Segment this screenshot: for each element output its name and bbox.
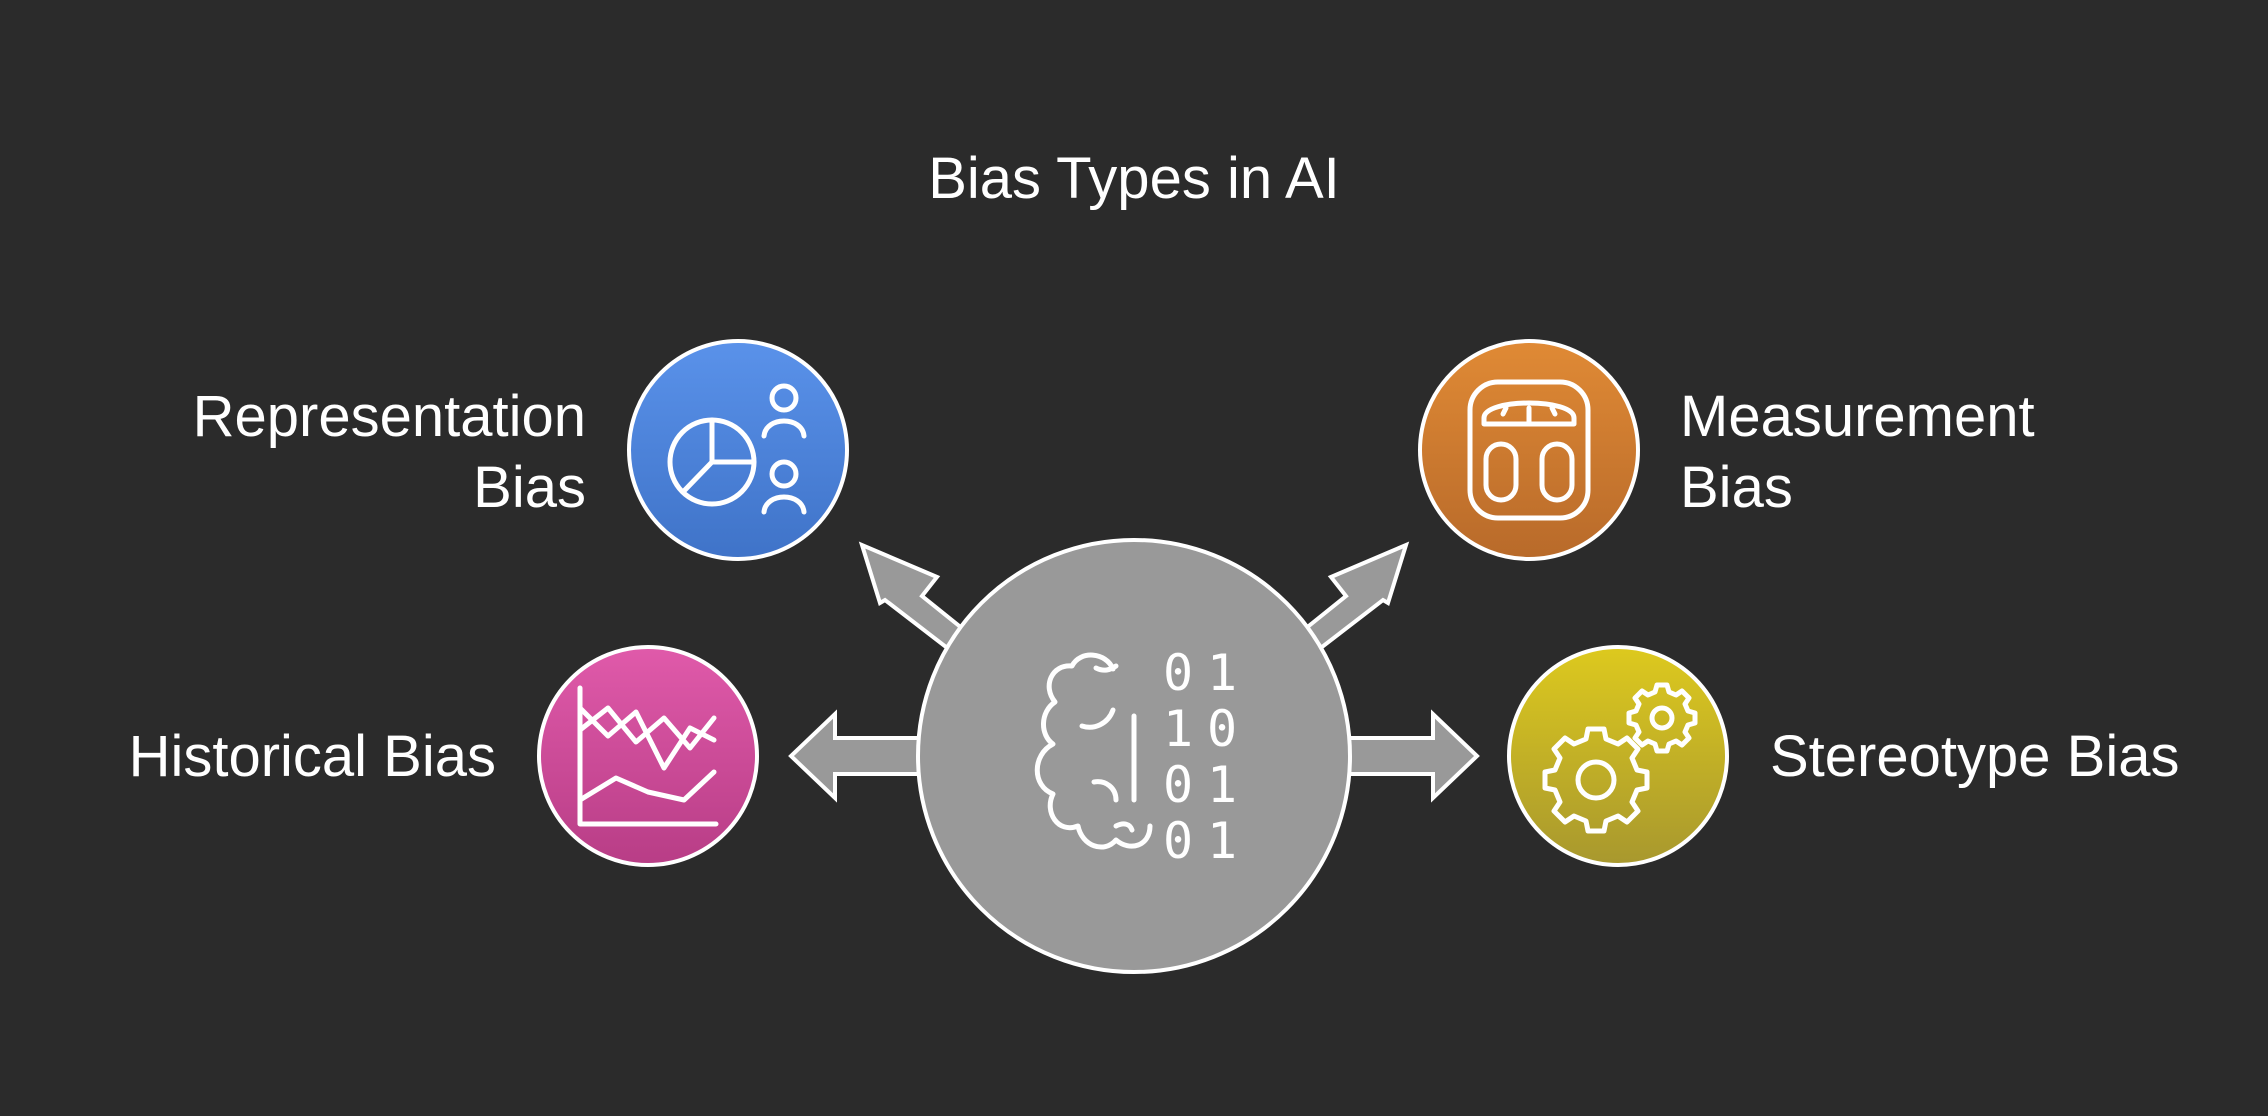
diagram-title: Bias Types in AI xyxy=(928,146,1340,211)
stereotype-label: Stereotype Bias xyxy=(1770,724,2179,789)
brain-fold-2 xyxy=(1079,707,1116,730)
binary-digit: 1 xyxy=(1207,756,1237,814)
binary-digit: 0 xyxy=(1163,756,1193,814)
pie-chart-people-icon xyxy=(667,383,807,515)
brain-outline xyxy=(1034,652,1153,850)
stereotype-circle xyxy=(1507,645,1729,867)
arrow-upper-right xyxy=(1290,541,1410,650)
binary-digit: 0 xyxy=(1163,812,1193,870)
small-gear xyxy=(1626,682,1698,754)
node-representation-bias: Representation Bias xyxy=(193,339,849,561)
arrow-right xyxy=(1341,709,1480,803)
brain-fold-4 xyxy=(1113,821,1135,833)
measurement-label-line2: Bias xyxy=(1680,455,1793,520)
measurement-circle xyxy=(1418,339,1640,561)
binary-digit: 1 xyxy=(1207,644,1237,702)
node-historical-bias: Historical Bias xyxy=(129,645,759,867)
representation-circle xyxy=(627,339,849,561)
line-chart-icon xyxy=(577,685,719,827)
node-measurement-bias: Measurement Bias xyxy=(1418,339,2035,561)
historical-label: Historical Bias xyxy=(129,724,496,789)
brain-fold-3 xyxy=(1091,779,1119,803)
arrow-upper-left xyxy=(858,541,978,650)
large-gear xyxy=(1542,726,1650,834)
measurement-label-line1: Measurement xyxy=(1680,384,2035,449)
binary-digit: 0 xyxy=(1207,700,1237,758)
gears-icon xyxy=(1542,682,1698,834)
arrow-left xyxy=(788,709,927,803)
binary-digit: 0 xyxy=(1163,644,1193,702)
center-node: 0 1 1 0 0 1 0 1 xyxy=(916,538,1352,974)
node-stereotype-bias: Stereotype Bias xyxy=(1507,645,2179,867)
historical-circle xyxy=(537,645,759,867)
representation-label-line1: Representation xyxy=(193,384,586,449)
binary-digit: 1 xyxy=(1163,700,1193,758)
brain-fold-1 xyxy=(1093,663,1119,673)
binary-digit: 1 xyxy=(1207,812,1237,870)
brain-binary-icon: 0 1 1 0 0 1 0 1 xyxy=(1034,644,1237,870)
scale-icon xyxy=(1467,379,1591,521)
representation-label-line2: Bias xyxy=(473,455,586,520)
